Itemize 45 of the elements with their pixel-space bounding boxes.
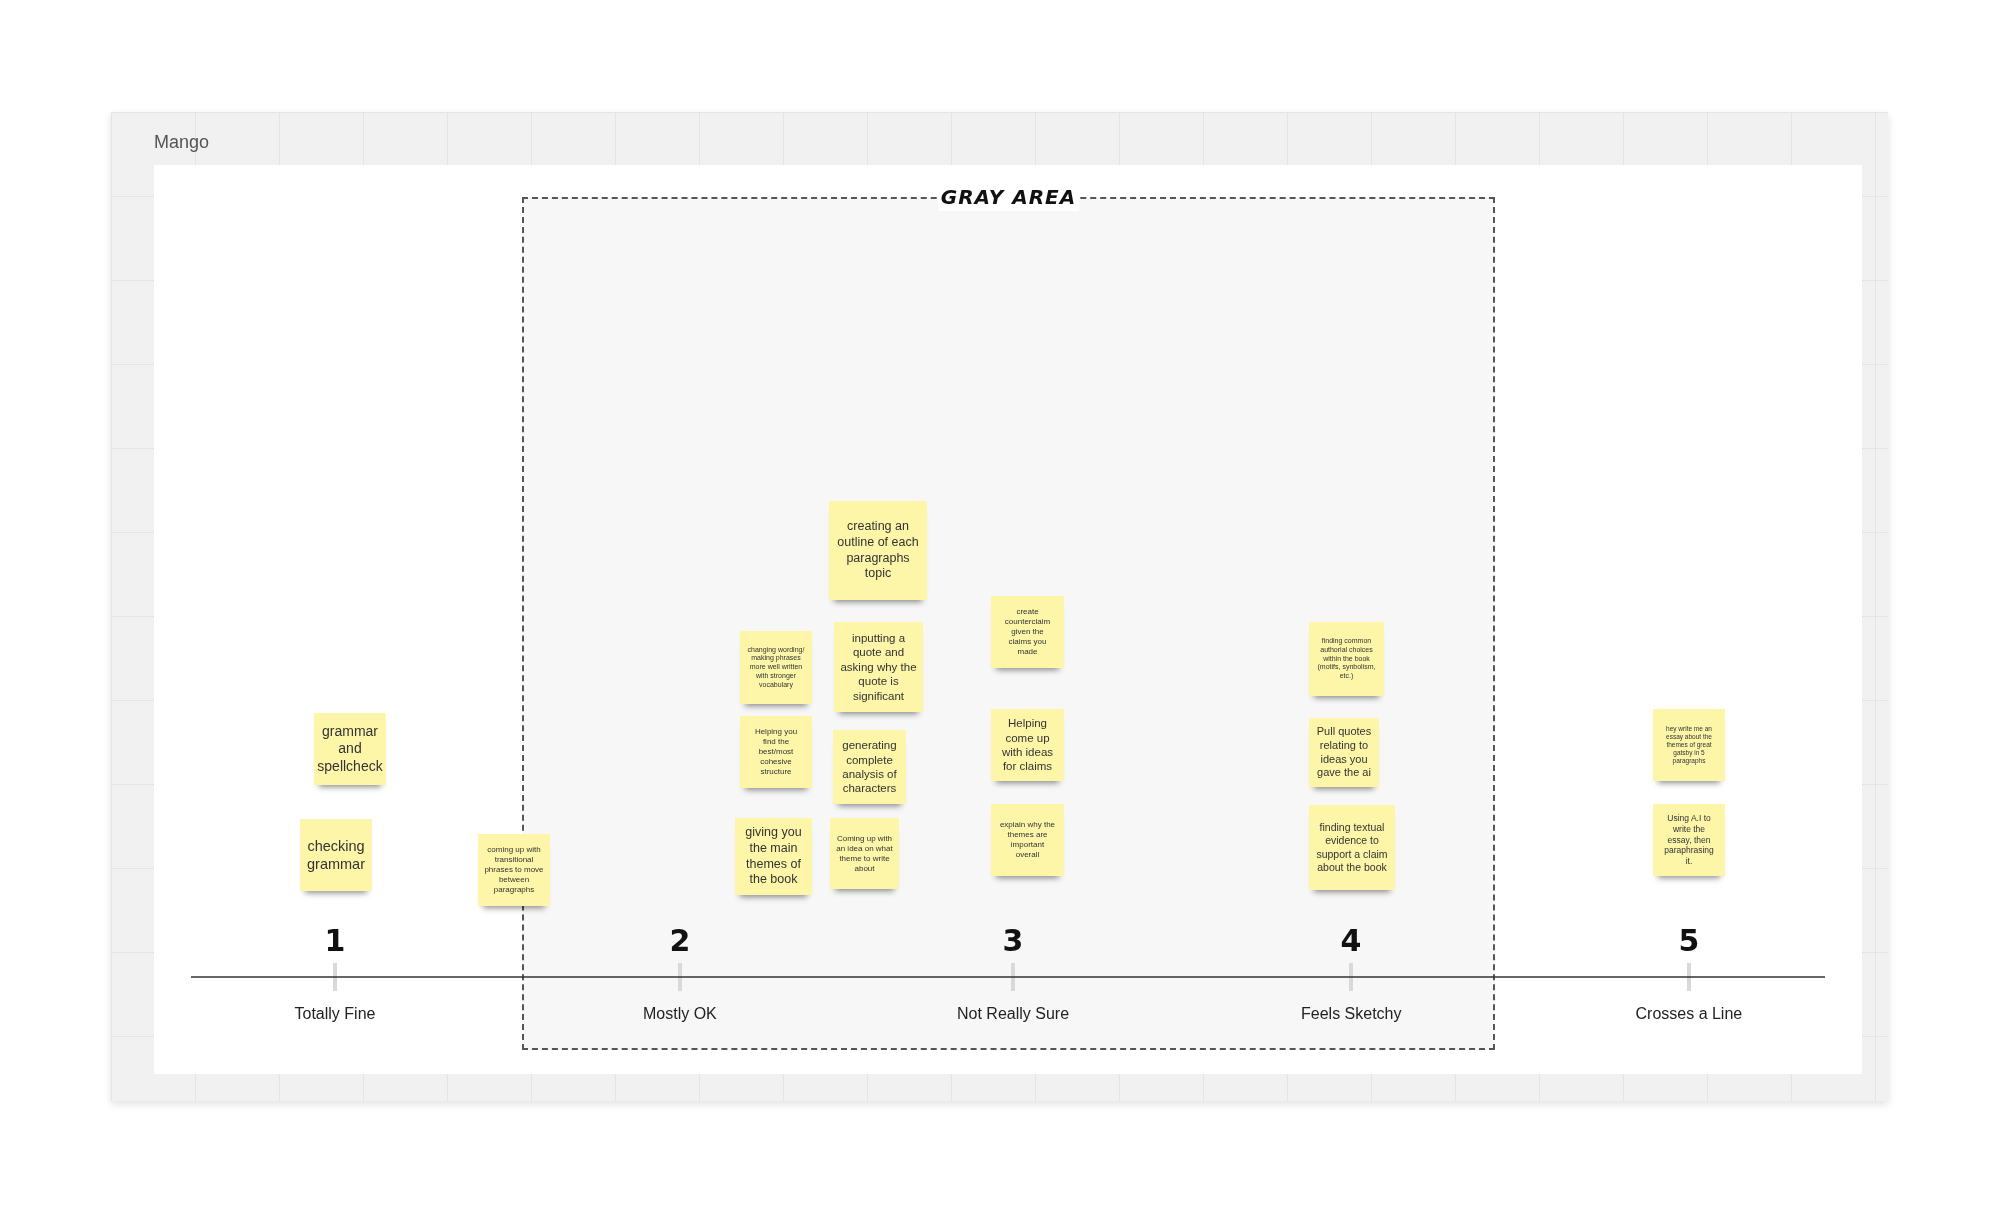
note-text: grammar and spellcheck [316, 722, 384, 776]
note-text: inputting a quote and asking why the quote is significant [839, 631, 918, 703]
scale-label: Feels Sketchy [1301, 1004, 1402, 1024]
sticky-note [991, 596, 1064, 668]
sticky-note [1309, 805, 1395, 890]
note-text: finding textual evidence to support a claim about the book [1315, 821, 1389, 874]
sticky-note [991, 804, 1064, 876]
frame-title: Mango [154, 132, 210, 153]
sticky-note [735, 818, 812, 895]
note-text: Using A.I to write the essay, then paraphrasing it. [1663, 813, 1715, 867]
sticky-note [314, 713, 386, 785]
scale-label: Totally Fine [294, 1004, 376, 1024]
scale-number: 4 [1340, 924, 1362, 958]
sticky-note [1309, 622, 1384, 696]
note-text: giving you the main themes of the book [744, 825, 803, 888]
note-text: checking grammar [306, 836, 366, 874]
note-text: Pull quotes relating to ideas you gave the ai [1315, 725, 1373, 780]
scale-number: 5 [1678, 924, 1700, 958]
sticky-note [740, 631, 812, 704]
note-text: Helping you find the best/most cohesive structure [753, 727, 799, 777]
note-text: Coming up with an idea on what theme to write about [836, 833, 893, 874]
sticky-note [478, 834, 550, 906]
scale-number: 1 [324, 924, 346, 958]
scale-number: 2 [669, 924, 691, 958]
sticky-note [300, 819, 372, 891]
note-text: explain why the themes are important overall [999, 820, 1056, 860]
sticky-note [991, 709, 1064, 781]
sticky-note [834, 622, 923, 712]
scale-number: 3 [1002, 924, 1024, 958]
sticky-note [740, 716, 812, 788]
scale-label: Mostly OK [643, 1004, 717, 1024]
sticky-note [1653, 709, 1725, 781]
sticky-note [829, 501, 927, 600]
note-text: Helping come up with ideas for claims [1000, 716, 1055, 774]
board-frame [111, 112, 1888, 1101]
sticky-note [1309, 718, 1379, 787]
scale-label: Crosses a Line [1635, 1004, 1743, 1024]
scale-label: Not Really Sure [957, 1004, 1070, 1024]
note-text: coming up with transitional phrases to move between paragraphs [483, 845, 545, 895]
note-text: creating an outline of each paragraphs topic [836, 519, 920, 582]
sticky-note [833, 730, 906, 804]
sticky-note [1653, 804, 1725, 876]
note-text: generating complete analysis of characters [841, 738, 898, 796]
note-text: create counterclaim given the claims you made [1003, 607, 1052, 657]
sticky-note [830, 818, 899, 889]
